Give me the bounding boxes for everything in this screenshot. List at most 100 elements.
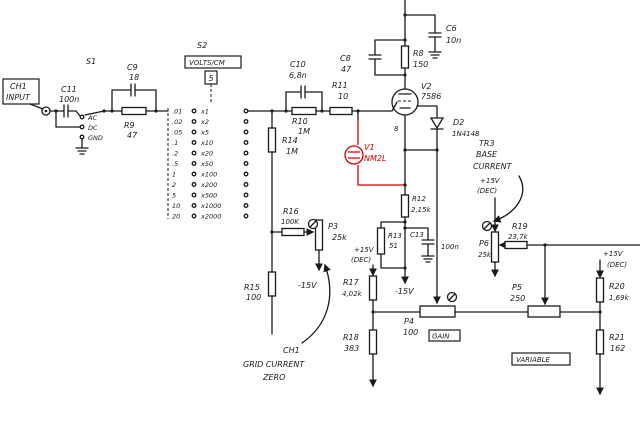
variable-label-box	[511, 352, 571, 366]
gain-label-box	[428, 329, 461, 342]
resistor-r9	[103, 106, 169, 116]
s2-range: 2	[172, 181, 176, 189]
r19-value: 23,7k	[508, 233, 529, 241]
r11-ref: R11	[332, 81, 348, 90]
d2-value: 1N4148	[452, 130, 480, 138]
s2-factor: x2	[200, 118, 209, 126]
potentiometer-p6	[490, 197, 500, 278]
r9-value: 47	[127, 131, 138, 140]
resistor-r12	[400, 194, 410, 285]
grid-current-pointer-arrow	[301, 263, 331, 344]
s1-ref: S1	[86, 57, 96, 66]
r21-ref: R21	[609, 333, 625, 342]
s2-range: .2	[172, 150, 178, 158]
s1-position-gnd: GND	[88, 134, 103, 142]
resistor-r11	[329, 101, 398, 116]
v2-pin: 8	[394, 125, 399, 133]
p6-supply-positive: +15V	[480, 177, 501, 185]
resistor-r13	[376, 221, 406, 269]
r9-ref: R9	[124, 121, 135, 130]
p5-ref: P5	[512, 283, 522, 292]
r16-value: 100K	[281, 218, 300, 226]
r11-value: 10	[338, 92, 348, 101]
s2-range: 20	[172, 213, 180, 221]
base-current-adjust-icon	[481, 220, 493, 232]
c9-ref: C9	[127, 63, 138, 72]
v2-ref: V2	[421, 82, 432, 91]
r13-ref: R13	[388, 232, 402, 240]
r17-value: 4,02k	[342, 290, 363, 298]
r20-value: 1,69k	[609, 294, 630, 302]
c6-value: 10n	[446, 36, 461, 45]
s2-setting: 5	[209, 74, 214, 83]
resistor-r18	[368, 329, 378, 388]
s2-factor: x500	[200, 192, 217, 200]
grid-note-line2: ZERO	[262, 373, 285, 382]
trim-adjust-icon	[307, 218, 319, 230]
r14-ref: R14	[282, 136, 298, 145]
s1-position-ac: AC	[87, 114, 97, 122]
r8-ref: R8	[413, 49, 424, 58]
diode-d2	[429, 117, 445, 305]
capacitor-c9	[111, 83, 157, 112]
p3-ref: P3	[328, 222, 338, 231]
neon-lamp-v1	[344, 110, 405, 186]
p4-value: 100	[403, 328, 418, 337]
r17-ref: R17	[343, 278, 360, 287]
s2-factor: x5	[200, 129, 209, 137]
r12-ref: R12	[412, 195, 426, 203]
c6-ref: C6	[446, 24, 457, 33]
r17-supply-positive: +15V	[354, 246, 375, 254]
s2-factor: x1	[200, 108, 209, 116]
s2-factor: x50	[200, 160, 213, 168]
r8-value: 150	[413, 60, 428, 69]
r17-supply-note: (DEC)	[351, 256, 371, 264]
s2-range: .5	[172, 160, 178, 168]
p6-supply-note: (DEC)	[477, 187, 497, 195]
d2-ref: D2	[453, 118, 464, 127]
resistor-r10	[284, 106, 331, 116]
r15-value: 100	[246, 293, 261, 302]
grid-note-channel: CH1	[283, 346, 300, 355]
r20-ref: R20	[609, 282, 625, 291]
s2-range: .1	[172, 139, 178, 147]
p6-ref: P6	[479, 239, 489, 248]
s2-range: 5	[172, 192, 176, 200]
c13-ref: C13	[410, 231, 424, 239]
gain-adjust-icon	[446, 291, 458, 303]
p6-value: 25k	[478, 251, 492, 259]
attenuator-switch-s2	[167, 84, 249, 219]
r13-value: 51	[389, 242, 398, 250]
r18-ref: R18	[343, 333, 359, 342]
tr3-line1: BASE	[476, 150, 498, 159]
resistor-r19	[498, 240, 640, 250]
v1-value: NM2L	[364, 154, 386, 163]
capacitor-c10	[285, 85, 323, 112]
r15-ref: R15	[244, 283, 260, 292]
c8-value: 47	[341, 65, 352, 74]
tube-v2	[391, 0, 439, 196]
s2-factor: x200	[200, 181, 217, 189]
s2-range: 1	[172, 171, 176, 179]
r12-supply-negative: -15V	[395, 287, 414, 296]
potentiometer-p5	[527, 244, 602, 318]
s2-ref: S2	[197, 41, 207, 50]
r21-value: 162	[610, 344, 625, 353]
r19-ref: R19	[512, 222, 528, 231]
c10-ref: C10	[290, 60, 306, 69]
s2-factor: x2000	[200, 213, 221, 221]
p3-value: 25k	[332, 233, 347, 242]
r10-value: 1M	[298, 127, 310, 136]
r14-value: 1M	[286, 147, 298, 156]
p5-value: 250	[510, 294, 525, 303]
s2-range: .01	[172, 108, 182, 116]
r16-ref: R16	[283, 207, 299, 216]
s2-title-box	[184, 55, 242, 69]
v2-value: 7586	[421, 92, 441, 101]
c11-ref: C11	[61, 85, 77, 94]
potentiometer-p3	[314, 219, 324, 272]
capacitor-c8	[368, 38, 407, 77]
input-label: INPUT	[6, 93, 31, 102]
r20-supply-positive: +15V	[603, 250, 624, 258]
